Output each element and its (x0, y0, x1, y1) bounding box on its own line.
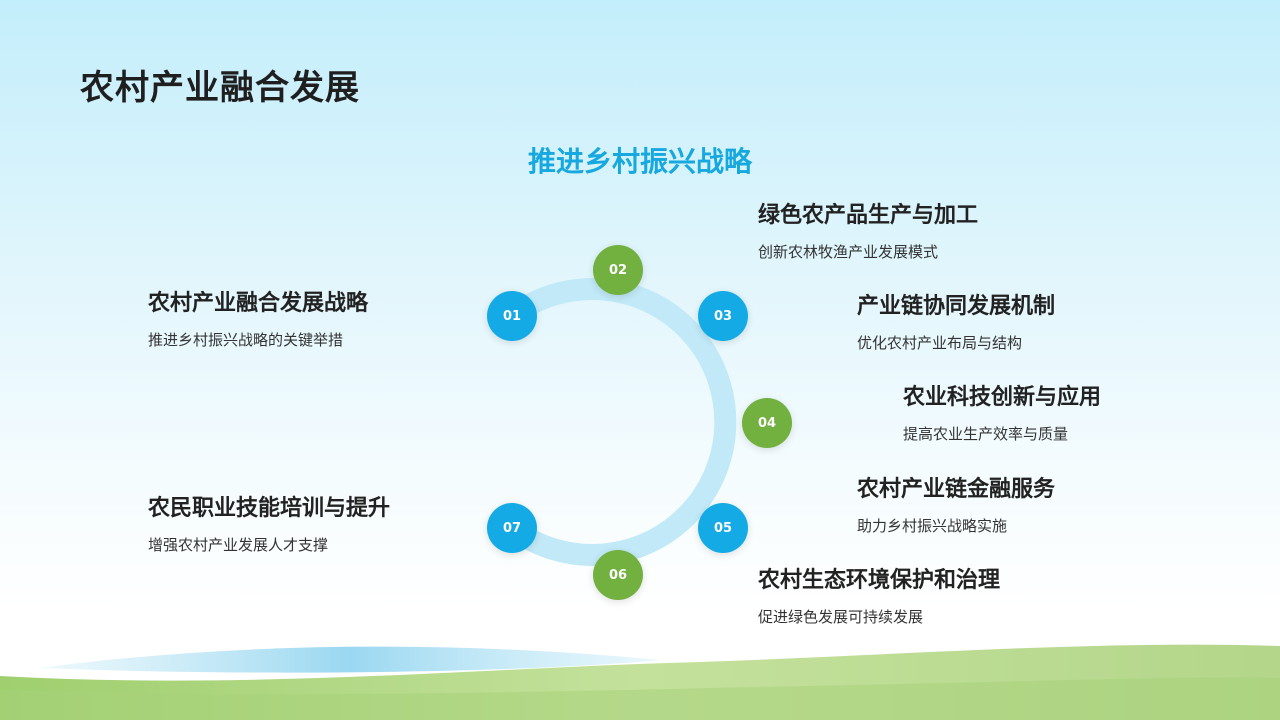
item-07: 农民职业技能培训与提升 增强农村产业发展人才支撑 (148, 490, 390, 555)
item-description: 创新农林牧渔产业发展模式 (758, 243, 939, 261)
item-06: 农村生态环境保护和治理 促进绿色发展可持续发展 (758, 562, 1000, 627)
diagram-subtitle: 推进乡村振兴战略 (527, 145, 752, 178)
item-02: 绿色农产品生产与加工 创新农林牧渔产业发展模式 (758, 197, 978, 262)
item-03: 产业链协同发展机制 优化农村产业布局与结构 (857, 288, 1055, 353)
item-heading: 农业科技创新与应用 (903, 385, 1102, 410)
item-heading: 产业链协同发展机制 (857, 294, 1056, 319)
item-heading: 绿色农产品生产与加工 (758, 203, 979, 228)
item-description: 提高农业生产效率与质量 (903, 425, 1069, 443)
item-heading: 农村生态环境保护和治理 (758, 568, 1001, 593)
step-node-03: 03 (698, 291, 748, 341)
page-title: 农村产业融合发展 (80, 68, 360, 108)
item-description: 增强农村产业发展人才支撑 (148, 536, 329, 554)
step-node-04: 04 (742, 398, 792, 448)
step-node-05: 05 (698, 503, 748, 553)
item-description: 推进乡村振兴战略的关键举措 (148, 331, 344, 349)
step-node-01: 01 (487, 291, 537, 341)
item-heading: 农民职业技能培训与提升 (148, 496, 391, 521)
item-description: 促进绿色发展可持续发展 (758, 608, 924, 626)
step-node-02: 02 (593, 245, 643, 295)
step-node-07: 07 (487, 503, 537, 553)
step-node-06: 06 (593, 550, 643, 600)
item-description: 优化农村产业布局与结构 (857, 334, 1023, 352)
item-description: 助力乡村振兴战略实施 (857, 517, 1008, 535)
item-05: 农村产业链金融服务 助力乡村振兴战略实施 (857, 471, 1055, 536)
item-01: 农村产业融合发展战略 推进乡村振兴战略的关键举措 (148, 285, 368, 350)
item-heading: 农村产业链金融服务 (857, 477, 1056, 502)
item-04: 农业科技创新与应用 提高农业生产效率与质量 (903, 379, 1101, 444)
item-heading: 农村产业融合发展战略 (148, 291, 369, 316)
